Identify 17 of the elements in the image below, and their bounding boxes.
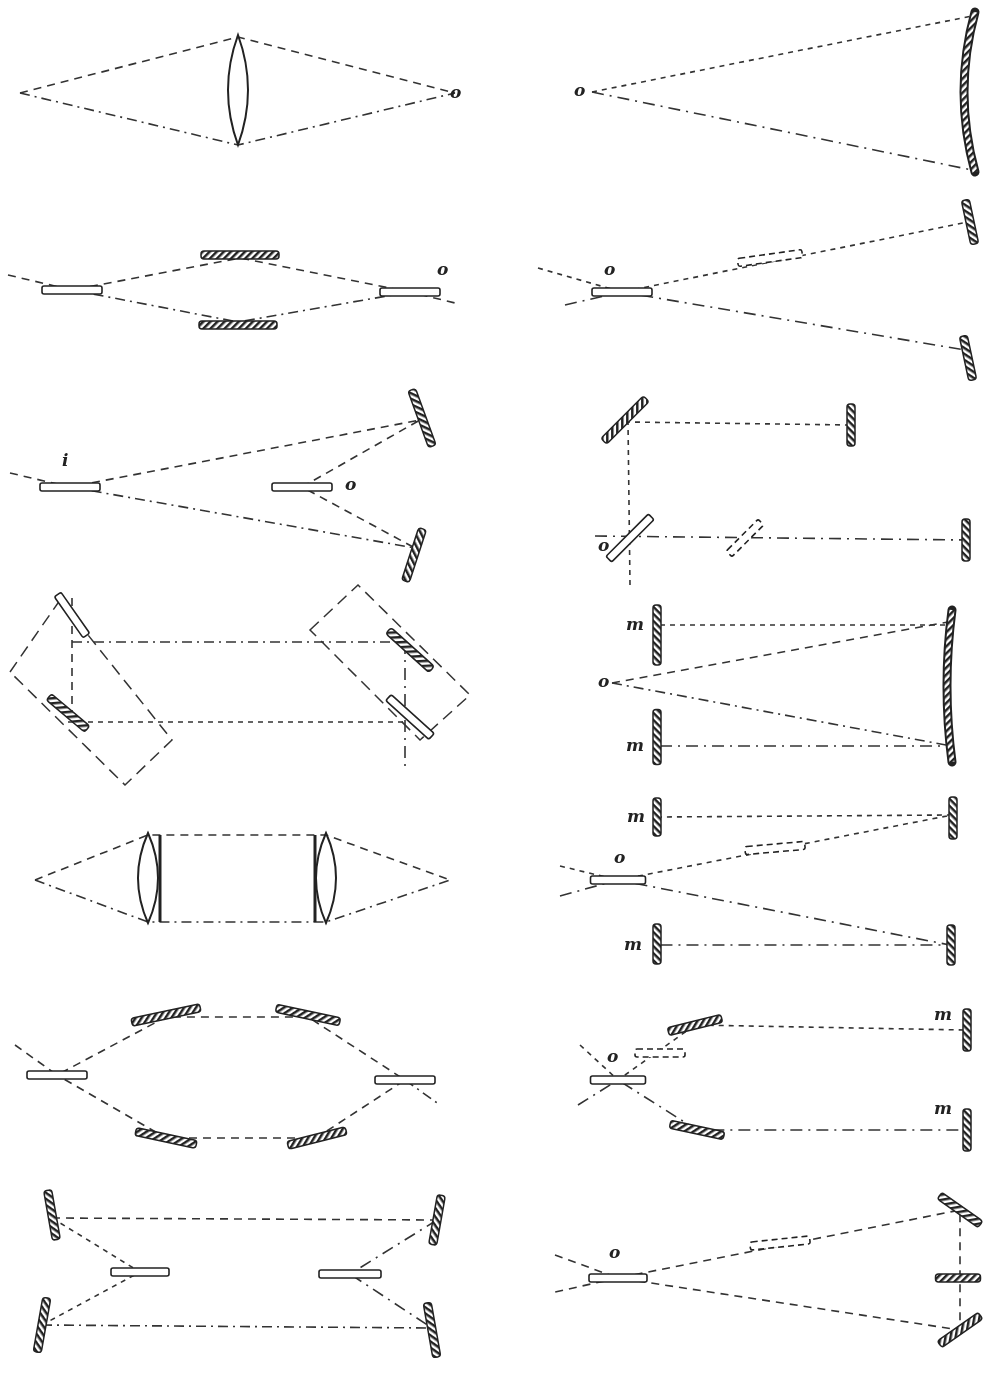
point-label: o	[604, 261, 616, 278]
point-label: m	[934, 1006, 952, 1023]
point-label: m	[627, 808, 645, 825]
point-label: m	[626, 616, 644, 633]
point-label: o	[437, 261, 449, 278]
point-label: o	[607, 1048, 619, 1065]
point-label: o	[609, 1244, 621, 1261]
point-label: o	[614, 849, 626, 866]
point-label: m	[626, 737, 644, 754]
point-label: m	[624, 936, 642, 953]
point-label: m	[934, 1100, 952, 1117]
point-label: o	[574, 82, 586, 99]
point-label: o	[598, 673, 610, 690]
point-label: i	[62, 452, 69, 469]
point-label: o	[450, 84, 462, 101]
point-label: o	[345, 476, 357, 493]
point-label: o	[598, 537, 610, 554]
